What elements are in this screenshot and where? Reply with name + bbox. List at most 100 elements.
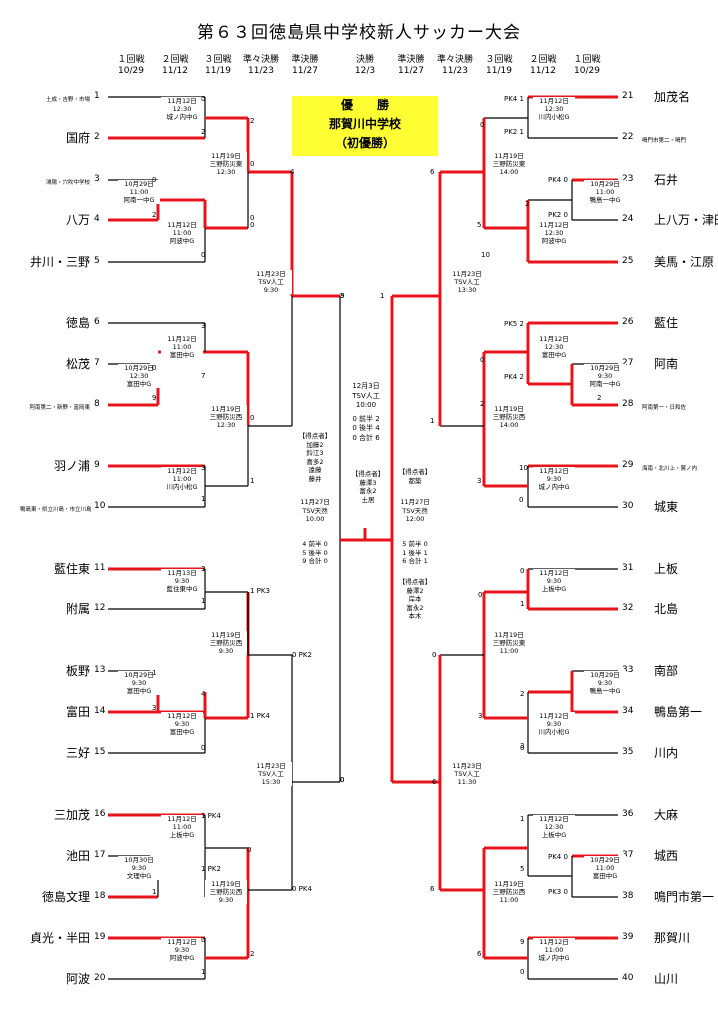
semi-right-scorers: 【得点者】 都築 <box>398 468 432 485</box>
team-number-left: 11 <box>94 563 106 573</box>
match-info: 11月12日 11:00 阿波中G <box>161 221 203 245</box>
team-name-left: 徳島 <box>65 316 90 330</box>
round-header: １回戦 10/29 <box>117 55 145 76</box>
score-label: 1 <box>201 597 206 605</box>
semi-left-score: 4 前半 0 5 後半 0 9 合計 0 <box>302 540 328 565</box>
team-number-left: 1 <box>94 91 100 101</box>
round-header: 準々決勝 11/23 <box>242 55 279 76</box>
score-label: PK5 2 <box>504 320 524 328</box>
score-label: 0 <box>478 591 483 599</box>
team-number-left: 5 <box>94 256 100 266</box>
score-label: 6 <box>477 950 482 958</box>
team-number-right: 30 <box>622 501 634 511</box>
score-label: 6 <box>430 885 435 893</box>
score-label: 1 <box>152 669 157 677</box>
team-name-right: 那賀川 <box>654 931 691 945</box>
team-number-right: 36 <box>622 809 634 819</box>
team-number-right: 40 <box>622 973 634 983</box>
team-number-right: 37 <box>622 850 634 860</box>
semi-left-scorers: 【得点者】 加藤2 鈴江3 喜多2 遠藤 藤井 <box>298 432 332 483</box>
match-info: 11月12日 11:00 川内小松G <box>161 467 203 491</box>
score-label: 0 <box>480 356 485 364</box>
score-label: 0 <box>201 251 206 259</box>
score-label: 3 <box>201 464 206 472</box>
score-label: 6 <box>432 778 437 786</box>
team-name-right: 城東 <box>654 500 679 514</box>
page-title: 第６３回徳島県中学校新人サッカー大会 <box>197 23 521 43</box>
team-number-right: 26 <box>622 317 634 327</box>
score-label: 0 <box>152 364 157 372</box>
team-name-left: 藍住東 <box>53 562 90 576</box>
match-info: 11月19日 三野防災西 11:00 <box>488 880 530 904</box>
score-label: 1 <box>152 888 157 896</box>
score-label: 3 <box>520 742 525 750</box>
match-info: 10月29日 9:30 阿南一中G <box>584 364 626 388</box>
score-label: 4 <box>201 690 206 698</box>
team-number-right: 25 <box>622 256 634 266</box>
team-number-right: 31 <box>622 563 634 573</box>
team-name-right: 南部 <box>654 664 679 678</box>
round-header: ２回戦 11/12 <box>529 55 557 76</box>
round-header: 準々決勝 11/23 <box>436 55 473 76</box>
match-info: 11月12日 12:30 上板中G <box>533 815 575 839</box>
score-label: 0 <box>152 176 157 184</box>
score-label: 0 <box>201 936 206 944</box>
match-info: 11月12日 11:00 上板中G <box>161 815 203 839</box>
team-name-right: 阿南第一・日和佐 <box>642 405 687 411</box>
score-label: 0 <box>247 846 252 854</box>
team-number-left: 17 <box>94 850 106 860</box>
team-name-left: 三好 <box>65 746 90 760</box>
score-label: 9 <box>520 938 525 946</box>
final-score: 0 前半 2 0 後半 4 0 合計 6 <box>352 414 380 442</box>
score-label: 3 <box>478 712 483 720</box>
team-number-left: 13 <box>94 665 106 675</box>
team-name-left: 板野 <box>65 664 90 678</box>
score-label: PK2 1 <box>504 128 524 136</box>
score-label: 5 <box>340 292 345 300</box>
team-name-right: 美馬・江原 <box>654 255 715 269</box>
team-name-left: 池田 <box>65 849 90 863</box>
team-name-right: 大麻 <box>654 808 679 822</box>
score-label: 0 PK4 <box>292 885 312 893</box>
semi-left-info: 11月27日 TSV天然 10:00 <box>300 498 330 523</box>
score-label: 4 <box>290 168 295 176</box>
team-number-left: 20 <box>94 973 106 983</box>
score-label: 9 <box>340 292 345 300</box>
match-info: 11月19日 三野防災東 14:00 <box>488 152 530 176</box>
score-label: 2 <box>520 690 525 698</box>
score-label: 1 <box>201 968 206 976</box>
match-info: 11月19日 三野防災東 11:00 <box>488 631 530 655</box>
score-label: PK2 0 <box>548 211 568 219</box>
team-name-left: 附属 <box>65 602 90 616</box>
team-number-left: 14 <box>94 706 106 716</box>
score-label: 0 <box>520 744 525 752</box>
team-number-right: 34 <box>622 706 634 716</box>
score-label: 0 <box>519 496 524 504</box>
team-name-right: 海南・北川上・鷲ノ内 <box>642 466 698 472</box>
team-name-left: 鴨島東・県立川島・市立川島 <box>20 507 92 513</box>
final-scorers: 【得点者】 藤澤3 富永2 土居 <box>351 470 385 504</box>
team-name-right: 山川 <box>654 972 679 986</box>
team-name-left: 三加茂 <box>53 808 90 822</box>
final-date: 12月3日 TSV人工 10:00 <box>352 382 380 409</box>
match-info: 11月12日 9:30 富田中G <box>161 712 203 736</box>
score-label: 1 <box>250 477 255 485</box>
team-number-left: 15 <box>94 747 106 757</box>
semi-right-info: 11月27日 TSV天然 12:00 <box>400 498 430 523</box>
team-name-right: 藍住 <box>654 316 679 330</box>
match-info: 11月12日 12:30 阿波中G <box>533 221 575 245</box>
round-header: 準決勝 11/27 <box>291 55 319 76</box>
team-number-right: 38 <box>622 891 634 901</box>
match-info: 11月23日 TSV人工 11:30 <box>446 762 488 786</box>
team-number-right: 23 <box>622 174 634 184</box>
team-number-right: 39 <box>622 932 634 942</box>
score-label: 1 <box>520 600 525 608</box>
score-label: 3 <box>477 477 482 485</box>
score-label: PK4 0 <box>548 176 568 184</box>
match-info: 11月12日 11:00 富田中G <box>161 335 203 359</box>
team-number-left: 18 <box>94 891 106 901</box>
score-label: 0 <box>250 160 255 168</box>
score-label: 2 <box>250 117 255 125</box>
match-info: 11月19日 三野防災西 12:30 <box>205 405 247 429</box>
